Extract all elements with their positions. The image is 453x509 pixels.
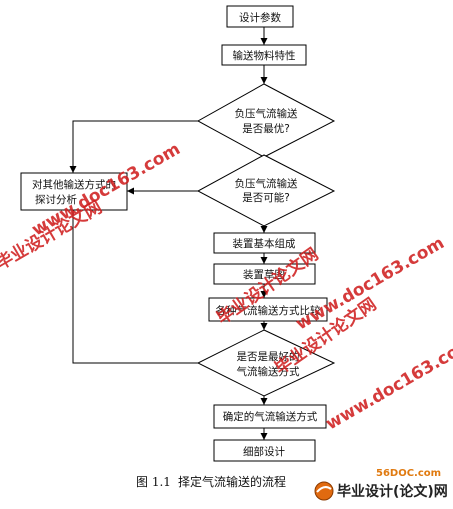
label-material-props: 输送物料特性	[233, 49, 296, 62]
arrow-best-loop-back	[72, 210, 198, 364]
node-neg-optimal	[196, 83, 336, 158]
node-neg-possible	[196, 154, 336, 227]
figure-caption: 图 1.1 择定气流输送的流程	[136, 474, 286, 489]
node-sketch	[213, 263, 316, 285]
node-detail-design	[213, 439, 316, 462]
label-other-methods-line1: 对其他输送方式的	[32, 178, 116, 191]
caption-title: 择定气流输送的流程	[178, 474, 286, 489]
label-most-suitable-line1: 是否是最好的	[237, 350, 300, 363]
node-comparison	[208, 297, 328, 322]
node-material-props	[221, 44, 307, 66]
label-detail-design: 细部设计	[243, 445, 285, 458]
label-comparison: 各种气流输送方式比较	[216, 304, 321, 317]
label-neg-possible-line2: 是否可能?	[242, 191, 290, 204]
label-basic-assembly: 装置基本组成	[233, 237, 296, 250]
watermark-url-bottom: www.doc163.com	[323, 333, 453, 434]
label-sketch: 装置草图	[243, 268, 285, 281]
flow-nodes	[20, 5, 336, 462]
watermark-site-badge: 56DOC.com	[376, 468, 441, 479]
watermark-url-right: www.doc163.com	[293, 233, 448, 334]
node-basic-assembly	[213, 232, 316, 254]
caption-figure-number: 图 1.1	[136, 475, 171, 489]
label-neg-possible-line1: 负压气流输送	[235, 177, 298, 190]
node-confirmed	[213, 404, 327, 429]
label-most-suitable-line2: 气流输送方式	[237, 365, 300, 378]
node-labels: 设计参数 输送物料特性 负压气流输送 是否最优? 负压气流输送 是否可能? 对其…	[32, 11, 321, 458]
label-other-methods-line2: 探讨分析	[35, 193, 77, 206]
connectors	[69, 27, 268, 440]
brand-logo-swoosh-icon	[316, 486, 332, 493]
label-design-params: 设计参数	[239, 11, 281, 24]
node-other-methods	[20, 172, 128, 211]
arrow-optimal-to-other	[69, 120, 198, 173]
label-confirmed: 确定的气流输送方式	[223, 410, 318, 423]
node-most-suitable	[196, 329, 336, 397]
node-design-params	[226, 5, 294, 28]
label-neg-optimal-line2: 是否最优?	[242, 122, 290, 135]
watermark-brand-text: 毕业设计(论文)网	[337, 483, 448, 500]
watermark-brand-logo	[314, 481, 334, 501]
label-neg-optimal-line1: 负压气流输送	[235, 107, 298, 120]
